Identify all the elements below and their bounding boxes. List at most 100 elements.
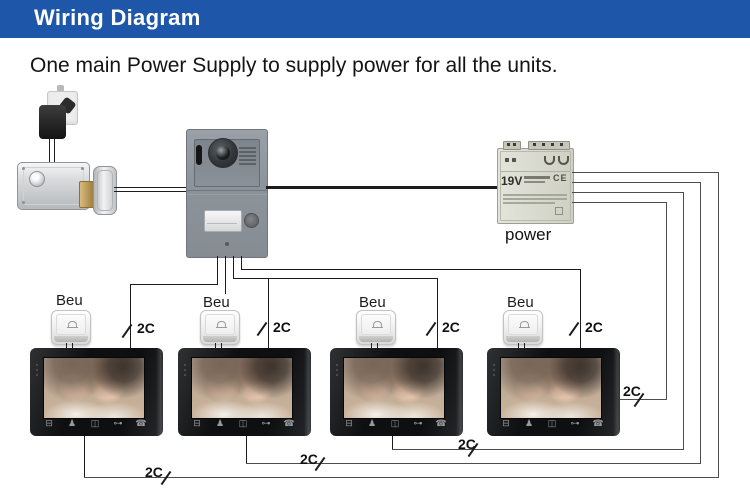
- bus2-run-bottom: [246, 463, 701, 465]
- page-title: Wiring Diagram: [34, 5, 201, 30]
- outlet-mount-pin: [57, 85, 64, 92]
- station-screw-hole: [225, 242, 229, 246]
- wire-monitor3-to-bus: [392, 436, 394, 449]
- psu-clamp-symbol: [558, 156, 569, 165]
- doorbell-button: [200, 310, 240, 345]
- cable-label-2c: 2C: [623, 383, 641, 399]
- wire-bell4-to-monitor: [518, 343, 520, 349]
- call-button-line: [207, 223, 237, 224]
- status-led: [36, 364, 38, 366]
- camera-lens: [216, 146, 230, 160]
- speaker-grille-line: [239, 159, 256, 161]
- camera-icon: [208, 138, 238, 168]
- display-icon: ⊟: [193, 418, 201, 428]
- bus1-run-top: [572, 172, 719, 174]
- doorbell-button-base: [54, 336, 88, 342]
- photo-icon: ◫: [547, 418, 557, 428]
- psu-caution-text: [503, 194, 567, 196]
- doorbell-button: [503, 310, 543, 345]
- photo-icon: ◫: [390, 418, 400, 428]
- phone-icon: ☎: [135, 418, 147, 428]
- person-icon: ♟: [524, 418, 534, 428]
- phone-icon: ☎: [592, 418, 604, 428]
- doorbell-button-face: [361, 314, 391, 335]
- bell-icon: [519, 321, 530, 328]
- station-seam-highlight: [187, 194, 267, 195]
- lock-screw: [81, 167, 84, 170]
- header-bar: [0, 0, 750, 38]
- bell-button-label: Beu: [507, 294, 534, 311]
- ce-mark: CE: [553, 173, 568, 183]
- power-supply: 19V CE: [497, 141, 574, 224]
- strike-plate-inner: [97, 170, 113, 211]
- display-icon: ⊟: [345, 418, 353, 428]
- doorbell-button-base: [506, 336, 540, 342]
- status-led: [184, 374, 186, 376]
- psu-vent: [505, 158, 509, 162]
- cable-label-2c: 2C: [145, 464, 163, 480]
- doorbell-button-base: [359, 336, 393, 342]
- bus1-run-bottom: [84, 477, 719, 479]
- phone-icon: ☎: [283, 418, 295, 428]
- indoor-monitor-4: ⊟ ♟ ◫ ⊶ ☎: [487, 348, 620, 436]
- wire-bell3-to-monitor: [371, 343, 373, 349]
- display-icon: ⊟: [502, 418, 510, 428]
- cable-slash-mark: [256, 321, 268, 337]
- power-supply-caption: power: [505, 225, 552, 244]
- status-led: [336, 364, 338, 366]
- indoor-monitor-3: ⊟ ♟ ◫ ⊶ ☎: [330, 348, 463, 436]
- psu-terminal: [542, 143, 545, 146]
- key-icon: ⊶: [570, 418, 580, 428]
- wire-lock-to-station-1: [114, 187, 186, 189]
- speaker-grille-line: [239, 151, 256, 153]
- wire-bell1-to-monitor: [72, 343, 74, 349]
- monitor-screen-photo: [500, 357, 602, 419]
- photo-icon: ◫: [238, 418, 248, 428]
- phone-icon: ☎: [435, 418, 447, 428]
- key-icon: ⊶: [413, 418, 423, 428]
- door-station: [186, 129, 268, 258]
- bell-button-label: Beu: [56, 292, 83, 309]
- psu-divider: [500, 171, 570, 172]
- wire-to-monitor2-3-run: [233, 278, 438, 280]
- indoor-monitor-1: ⊟ ♟ ◫ ⊶ ☎: [30, 348, 163, 436]
- bus2-drop: [700, 182, 702, 464]
- psu-rating-text: [524, 181, 545, 183]
- cable-label-2c: 2C: [442, 319, 460, 335]
- bus3-run-top: [572, 192, 684, 194]
- wire-to-monitor3-drop: [437, 278, 439, 348]
- adapter-cable-1: [49, 138, 51, 163]
- speaker-grille-line: [239, 163, 256, 165]
- bell-button-label: Beu: [203, 294, 230, 311]
- wire-bell2-to-monitor: [215, 343, 217, 349]
- bus3-drop: [683, 192, 685, 450]
- psu-panel: [500, 151, 571, 221]
- lock-screw: [22, 201, 25, 204]
- speaker-grille-line: [239, 147, 256, 149]
- person-icon: ♟: [215, 418, 225, 428]
- wire-station-out-c: [233, 256, 235, 278]
- wire-to-monitor4-drop: [580, 269, 582, 348]
- speaker-grille-line: [239, 155, 256, 157]
- adapter-cable-2: [54, 138, 56, 163]
- bus4-run-top: [572, 202, 667, 204]
- doorbell-button: [356, 310, 396, 345]
- cable-label-2c: 2C: [458, 436, 476, 452]
- psu-caution-text: [503, 202, 555, 204]
- status-led: [184, 364, 186, 366]
- psu-caution-text: [503, 198, 567, 200]
- psu-model-text: [524, 176, 550, 179]
- bus3-run-bottom: [392, 449, 684, 451]
- lock-screw: [22, 167, 25, 170]
- wire-bell1-to-monitor: [66, 343, 68, 349]
- bus2-run-top: [572, 182, 701, 184]
- status-led: [184, 369, 186, 371]
- bell-icon: [67, 321, 78, 328]
- psu-voltage-label: 19V: [501, 174, 523, 188]
- status-led: [493, 364, 495, 366]
- wire-monitor1-to-bus: [84, 436, 86, 477]
- person-icon: ♟: [67, 418, 77, 428]
- psu-terminal-block-right: [528, 141, 570, 150]
- psu-terminal: [507, 143, 510, 146]
